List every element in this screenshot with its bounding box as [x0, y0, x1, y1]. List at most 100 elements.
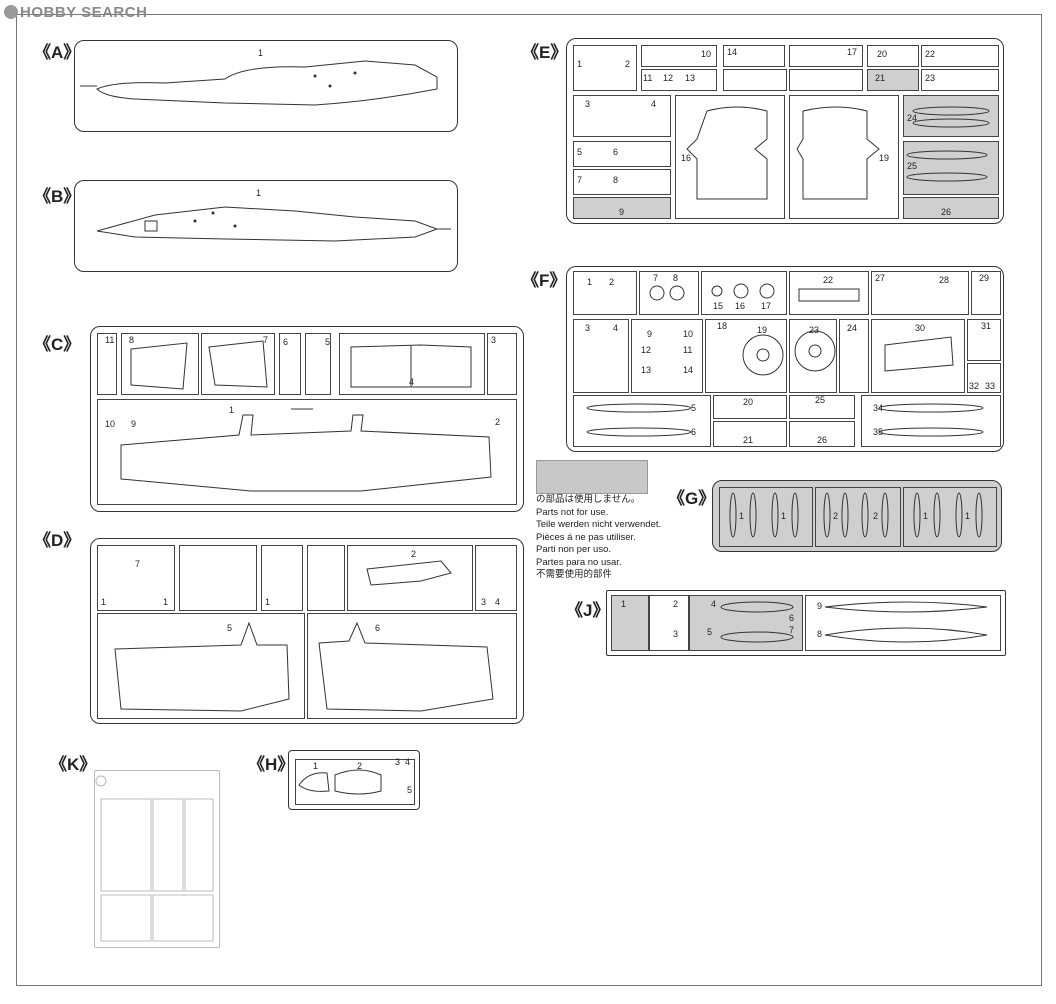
- part-number: 2: [873, 511, 879, 521]
- part-cell: [839, 319, 869, 393]
- part-cell: [631, 319, 703, 393]
- sprue-g: 1 1 2 2 1 1: [712, 480, 1002, 552]
- part-number: 1: [965, 511, 971, 521]
- part-number: 10: [683, 329, 694, 339]
- unused-part-cell: [903, 141, 999, 195]
- part-number: 2: [609, 277, 615, 287]
- part-number: 10: [105, 419, 116, 429]
- part-number: 1: [256, 188, 262, 198]
- unused-parts-legend: の部品は使用しません。 Parts not for use. Teile wer…: [536, 460, 661, 582]
- part-number: 14: [727, 47, 738, 57]
- part-number: 21: [743, 435, 754, 445]
- sprue-e-drawing: [567, 39, 1003, 223]
- legend-it: Parti non per uso.: [536, 544, 611, 555]
- part-cell: [649, 595, 689, 651]
- part-cell: [921, 45, 999, 67]
- sprue-label-f: 《F》: [522, 271, 567, 290]
- part-number: 8: [817, 629, 823, 639]
- part-cell: [789, 95, 899, 219]
- part-number: 18: [717, 321, 728, 331]
- part-number: 8: [613, 175, 619, 185]
- part-number: 3: [585, 323, 591, 333]
- part-number: 5: [227, 623, 233, 633]
- sprue-label-c: 《C》: [34, 335, 81, 354]
- part-number: 1: [587, 277, 593, 287]
- part-number: 25: [815, 395, 826, 405]
- part-number: 23: [925, 73, 936, 83]
- part-number: 5: [691, 403, 697, 413]
- fuselage-half-b-drawing: [75, 181, 457, 271]
- part-number: 1: [265, 597, 271, 607]
- sprue-f-drawing: [567, 267, 1003, 451]
- part-number: 25: [907, 161, 918, 171]
- part-cell: [871, 319, 965, 393]
- part-number: 9: [817, 601, 823, 611]
- unused-color-swatch: [536, 460, 648, 494]
- part-cell: [295, 759, 415, 805]
- unused-part-cell: [573, 197, 671, 219]
- part-number: 2: [625, 59, 631, 69]
- part-cell: [789, 69, 863, 91]
- sprue-k: [94, 770, 220, 948]
- part-cell: [305, 333, 331, 395]
- part-cell: [921, 69, 999, 91]
- sprue-label-k: 《K》: [50, 755, 97, 774]
- part-number: 7: [789, 625, 795, 635]
- part-cell: [573, 95, 671, 137]
- sprue-k-faint-drawing: [95, 771, 219, 947]
- part-number: 22: [925, 49, 936, 59]
- part-cell: [97, 399, 517, 505]
- watermark: HOBBY SEARCH: [4, 4, 147, 21]
- part-number: 6: [375, 623, 381, 633]
- sprue-label-e: 《E》: [522, 43, 568, 62]
- part-cell: [339, 333, 485, 395]
- part-number: 13: [641, 365, 652, 375]
- part-number: 14: [683, 365, 694, 375]
- sprue-b: 1: [74, 180, 458, 272]
- sprue-f: 1 2 7 8 15 16 17 22 27 28 29 3 4 9 10 11…: [566, 266, 1004, 452]
- part-cell: [789, 395, 855, 419]
- part-number: 24: [847, 323, 858, 333]
- legend-en: Parts not for use.: [536, 506, 609, 518]
- part-number: 5: [407, 785, 413, 795]
- part-number: 6: [789, 613, 795, 623]
- part-number: 1: [621, 599, 627, 609]
- part-cell: [641, 69, 717, 91]
- part-number: 1: [739, 511, 745, 521]
- wing-parts-drawing: [91, 327, 523, 511]
- fuselage-half-a-drawing: [75, 41, 457, 131]
- part-number: 12: [641, 345, 652, 355]
- rocket-drawing: [713, 481, 1001, 551]
- part-number: 17: [847, 47, 858, 57]
- part-number: 6: [613, 147, 619, 157]
- sprue-j: 1 2 3 4 5 6 7 8 9: [606, 590, 1006, 656]
- part-number: 20: [877, 49, 888, 59]
- part-number: 16: [735, 301, 746, 311]
- part-number: 16: [681, 153, 692, 163]
- sprue-label-j: 《J》: [566, 601, 610, 620]
- sprue-h: 1 2 3 4 5: [288, 750, 420, 810]
- legend-jp: の部品は使用しません。: [536, 494, 641, 505]
- part-number: 27: [875, 273, 886, 283]
- part-number: 20: [743, 397, 754, 407]
- part-number: 21: [875, 73, 886, 83]
- part-cell: [573, 319, 629, 393]
- part-cell: [871, 271, 969, 315]
- part-number: 35: [873, 427, 884, 437]
- part-number: 23: [809, 325, 820, 335]
- unused-part-cell: [903, 95, 999, 137]
- sprue-label-d: 《D》: [34, 531, 81, 550]
- part-cell: [789, 319, 837, 393]
- part-number: 22: [823, 275, 834, 285]
- part-number: 8: [673, 273, 679, 283]
- part-number: 13: [685, 73, 696, 83]
- part-number: 1: [923, 511, 929, 521]
- part-number: 2: [411, 549, 417, 559]
- part-cell: [971, 271, 1001, 315]
- drop-tank-drawing: [607, 591, 1005, 655]
- part-cell: [573, 169, 671, 195]
- hobby-search-logo-icon: [4, 5, 18, 19]
- part-cell: [97, 333, 117, 395]
- part-number: 7: [135, 559, 141, 569]
- legend-zh: 不需要使用的部件: [536, 569, 613, 580]
